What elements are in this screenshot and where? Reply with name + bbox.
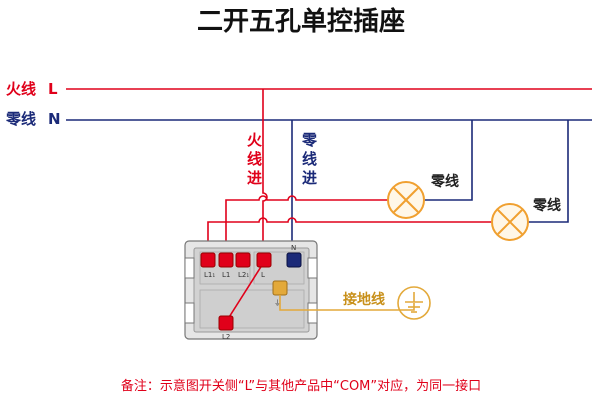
svg-text:L: L <box>261 271 265 279</box>
neutral-in-label: 零 线 进 <box>301 131 318 187</box>
ground-symbol-icon <box>397 286 431 320</box>
svg-text:N: N <box>291 244 296 252</box>
svg-text:L1₁: L1₁ <box>204 271 215 279</box>
terminal-l11: L1₁ <box>200 252 216 279</box>
svg-text:L2₁: L2₁ <box>238 271 249 279</box>
live-line-label: 火线 <box>6 80 36 98</box>
ground-label: 接地线 <box>343 291 385 308</box>
lamp-1 <box>387 181 425 219</box>
terminal-l: L <box>256 252 272 279</box>
terminal-l1: L1 <box>218 252 234 279</box>
lamp2-live-wire <box>207 217 492 248</box>
neutral-line-letter: N <box>48 110 61 128</box>
svg-text:线: 线 <box>247 150 262 168</box>
live-in-label: 火 线 进 <box>247 131 263 187</box>
bridge-wire <box>225 261 265 323</box>
svg-text:进: 进 <box>302 169 317 187</box>
live-line-letter: L <box>48 80 58 98</box>
svg-text:L2: L2 <box>222 333 230 341</box>
lamp2-neutral-wire <box>510 120 569 223</box>
lamp1-live-wire <box>225 195 388 248</box>
svg-text:零: 零 <box>301 131 318 149</box>
svg-text:火: 火 <box>247 131 263 149</box>
lamp1-neutral-wire <box>406 120 473 201</box>
footnote: 备注：示意图开关侧“L”与其他产品中“COM”对应，为同一接口 <box>121 378 481 394</box>
svg-text:L1: L1 <box>222 271 230 279</box>
lamp-2 <box>491 203 529 241</box>
socket-panel <box>184 240 318 340</box>
lamp2-neutral-label: 零线 <box>532 197 561 214</box>
lamp1-neutral-label: 零线 <box>430 173 459 190</box>
terminal-l2: L2 <box>218 315 234 341</box>
terminal-n: N <box>286 244 302 268</box>
svg-text:⏚: ⏚ <box>274 299 281 307</box>
svg-text:线: 线 <box>302 150 317 168</box>
diagram-title: 二开五孔单控插座 <box>197 6 405 37</box>
neutral-line-label: 零线 <box>5 110 36 128</box>
live-in-wire <box>262 89 268 248</box>
terminal-l21: L2₁ <box>235 252 251 279</box>
svg-text:进: 进 <box>247 169 262 187</box>
